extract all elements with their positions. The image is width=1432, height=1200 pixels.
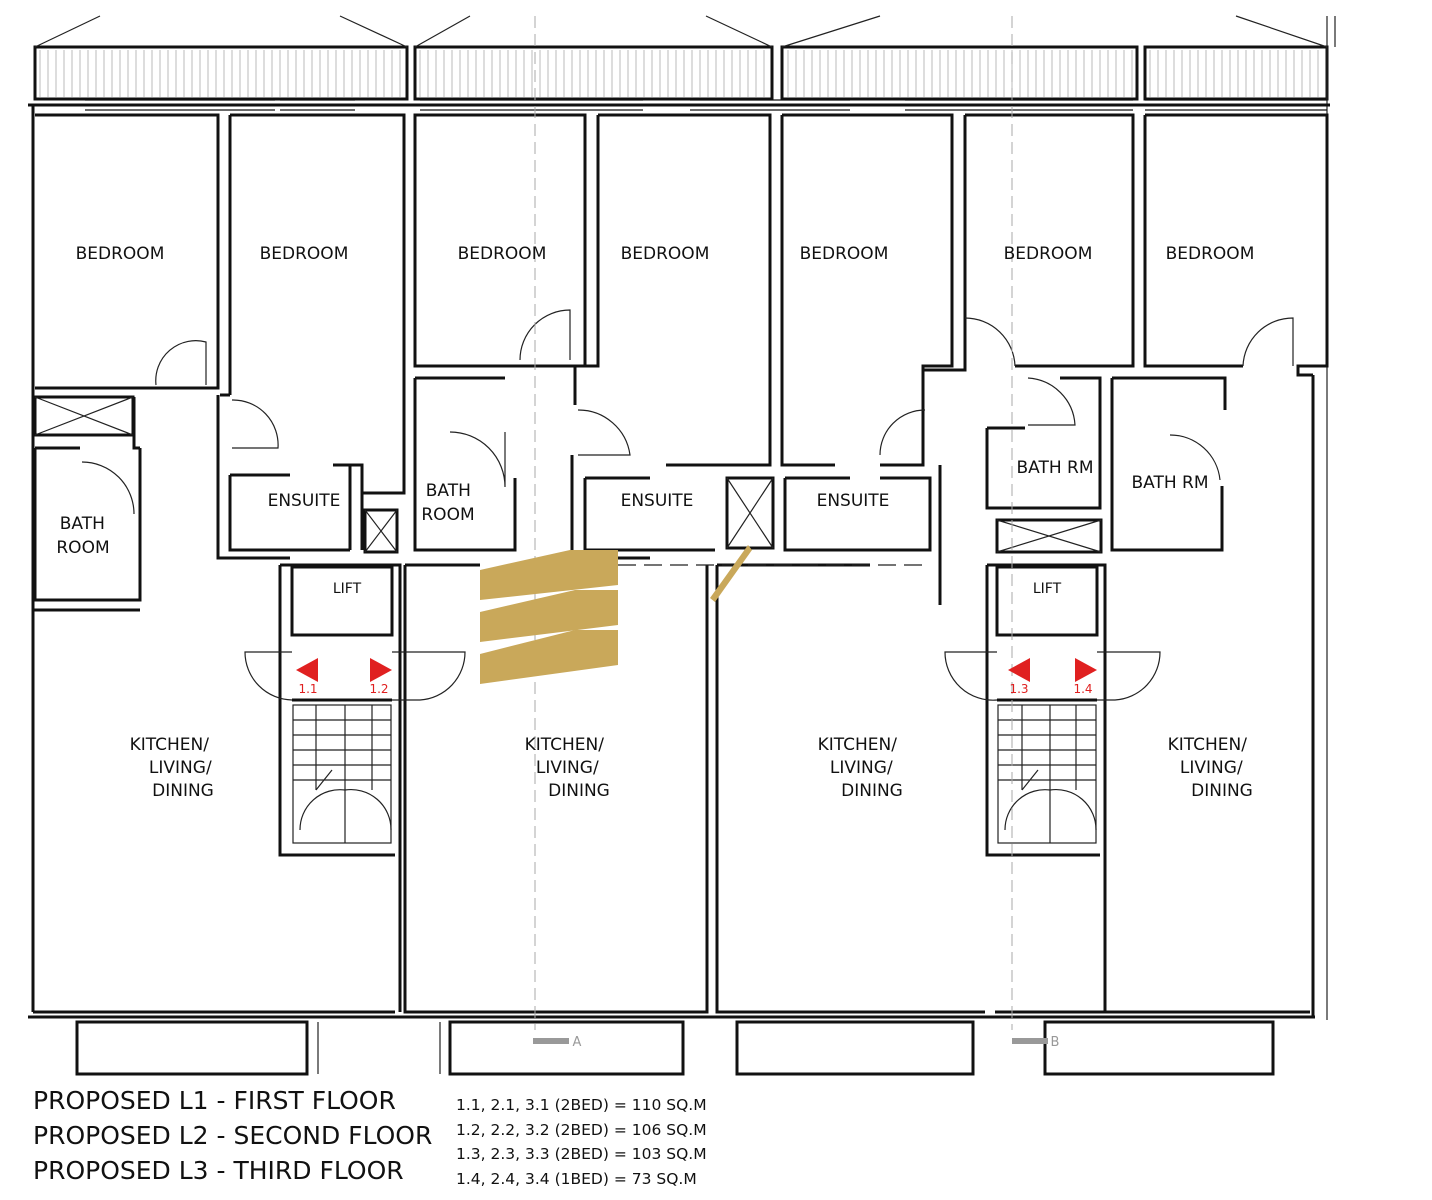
brand-logo [480,545,752,684]
area-line: 1.1, 2.1, 3.1 (2BED) = 110 SQ.M [456,1096,707,1114]
svg-text:1.4: 1.4 [1073,682,1092,696]
section-marker-a: A [533,1035,582,1050]
room-label-ensuite: ENSUITE [817,491,890,511]
room-label-bedroom: BEDROOM [621,244,710,264]
room-label-lift: LIFT [1033,581,1062,597]
room-label-bedroom: BEDROOM [800,244,889,264]
legend-line: PROPOSED L1 - FIRST FLOOR [33,1086,396,1115]
room-label-lift: LIFT [333,581,362,597]
unit-area-schedule: 1.1, 2.1, 3.1 (2BED) = 110 SQ.M 1.2, 2.2… [456,1093,707,1191]
area-line: 1.2, 2.2, 3.2 (2BED) = 106 SQ.M [456,1120,707,1139]
room-label-bedroom: BEDROOM [1004,244,1093,264]
unit-marker-1-1: 1.1 [296,658,318,696]
kitchen-walls [33,563,1310,1014]
room-label-bedroom: BEDROOM [1166,244,1255,264]
outer-walls [28,103,1330,1019]
stair-core-left [278,563,402,1012]
unit-marker-1-2: 1.2 [369,658,392,696]
grid-lines [534,16,1013,1030]
legend-line: PROPOSED L3 - THIRD FLOOR [33,1156,404,1185]
top-balcony-strip [33,15,1336,1020]
room-label-bath-room: BATH ROOM [421,481,476,525]
stair-core-right [985,563,1107,1012]
svg-text:1.2: 1.2 [369,682,388,696]
room-label-kitchen-living-dining: KITCHEN/ LIVING/ DINING [1168,735,1253,801]
svg-text:1.3: 1.3 [1009,682,1028,696]
windows [85,99,1327,111]
bedroom-walls [35,113,1329,495]
room-label-bath-rm: BATH RM [1131,473,1208,493]
room-label-bedroom: BEDROOM [260,244,349,264]
unit-marker-1-4: 1.4 [1073,658,1097,696]
room-label-kitchen-living-dining: KITCHEN/ LIVING/ DINING [130,735,217,801]
door-swings [81,309,1294,701]
room-label-kitchen-living-dining: KITCHEN/ LIVING/ DINING [818,735,903,801]
room-label-bath-rm: BATH RM [1016,458,1093,478]
unit-marker-1-3: 1.3 [1008,658,1030,696]
room-label-bath-room: BATH ROOM [56,514,110,558]
room-label-bedroom: BEDROOM [76,244,165,264]
room-label-ensuite: ENSUITE [268,491,341,511]
floor-plan: BEDROOM BEDROOM BEDROOM BEDROOM BEDROOM … [28,15,1336,1076]
section-marker-b: B [1012,1035,1059,1050]
room-label-bedroom: BEDROOM [458,244,547,264]
floor-legend: PROPOSED L1 - FIRST FLOOR PROPOSED L2 - … [33,1083,432,1188]
room-label-ensuite: ENSUITE [621,491,694,511]
svg-text:1.1: 1.1 [298,682,317,696]
area-line: 1.4, 2.4, 3.4 (1BED) = 73 SQ.M [456,1169,697,1188]
area-line: 1.3, 2.3, 3.3 (2BED) = 103 SQ.M [456,1145,707,1163]
bottom-balconies [75,1020,1275,1076]
svg-text:B: B [1051,1035,1060,1050]
room-label-kitchen-living-dining: KITCHEN/ LIVING/ DINING [525,735,610,801]
svg-text:A: A [573,1035,582,1050]
legend-line: PROPOSED L2 - SECOND FLOOR [33,1121,433,1150]
